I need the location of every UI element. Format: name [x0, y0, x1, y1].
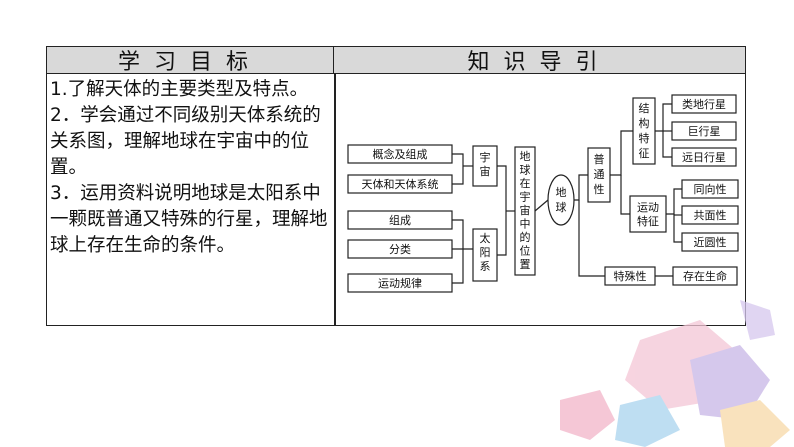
objective-1: 1.了解天体的主要类型及特点。 — [50, 79, 309, 100]
label-structure-char-4: 征 — [639, 147, 650, 160]
label-earth-position-char-7: 的 — [520, 230, 531, 244]
label-earth-char-1: 地 — [556, 186, 567, 199]
objective-3: 3．运用资料说明地球是太阳系中一颗既普通又特殊的行星，理解地球上存在生命的条件。 — [50, 183, 328, 256]
label-motion-feature-line-1: 运动 — [637, 201, 659, 214]
label-earth-char-2: 球 — [556, 200, 567, 214]
label-structure-char-3: 特 — [639, 131, 650, 145]
label-classification: 分类 — [389, 242, 411, 256]
label-universe-char-1: 宇 — [480, 151, 491, 164]
label-earth-position-char-9: 置 — [520, 258, 531, 271]
label-universe-char-2: 宙 — [480, 164, 491, 178]
label-structure-char-2: 构 — [639, 116, 650, 130]
label-solar-system-char-1: 太 — [480, 232, 491, 245]
label-giant: 巨行星 — [688, 125, 721, 138]
label-earth-position-char-1: 地 — [520, 150, 531, 163]
node-earth — [547, 174, 575, 226]
header-knowledge-guide: 知识导引 — [334, 47, 745, 75]
label-solar-system-char-2: 阳 — [480, 246, 491, 259]
label-ordinary-char-2: 通 — [594, 168, 605, 181]
label-far-planet: 远日行星 — [682, 151, 726, 164]
label-earth-position-char-6: 中 — [520, 218, 531, 231]
label-structure-char-1: 结 — [639, 102, 650, 115]
label-ordinary-char-3: 性 — [594, 182, 605, 196]
objectives-table: 学习目标 知识导引 1.了解天体的主要类型及特点。 2．学会通过不同级别天体系统… — [46, 46, 746, 326]
label-coplanar: 共面性 — [694, 208, 727, 222]
label-composition: 组成 — [389, 213, 411, 227]
header-learning-objectives: 学习目标 — [47, 47, 334, 75]
label-earth-position-char-3: 在 — [520, 177, 531, 190]
label-life: 存在生命 — [683, 269, 727, 283]
label-earth-position-char-8: 位 — [520, 244, 531, 258]
label-same-direction: 同向性 — [694, 182, 727, 196]
decorative-shapes — [560, 300, 790, 447]
label-solar-system-char-3: 系 — [480, 260, 491, 273]
label-motion-law: 运动规律 — [378, 276, 422, 290]
label-earth-position-char-4: 宇 — [520, 191, 531, 204]
label-earth-position-char-5: 宙 — [520, 203, 531, 217]
objectives-list: 1.了解天体的主要类型及特点。 2．学会通过不同级别天体系统的关系图，理解地球在… — [50, 77, 332, 259]
label-special: 特殊性 — [614, 269, 647, 283]
objective-2: 2．学会通过不同级别天体系统的关系图，理解地球在宇宙中的位置。 — [50, 105, 321, 178]
label-earth-position-char-2: 球 — [520, 163, 531, 177]
label-celestial-systems: 天体和天体系统 — [362, 177, 439, 191]
label-ordinary-char-1: 普 — [594, 152, 605, 166]
label-near-circular: 近圆性 — [694, 235, 727, 249]
column-divider — [334, 74, 336, 325]
label-terrestrial: 类地行星 — [682, 97, 726, 111]
label-motion-feature-line-2: 特征 — [637, 214, 659, 228]
label-concept: 概念及组成 — [373, 147, 428, 161]
